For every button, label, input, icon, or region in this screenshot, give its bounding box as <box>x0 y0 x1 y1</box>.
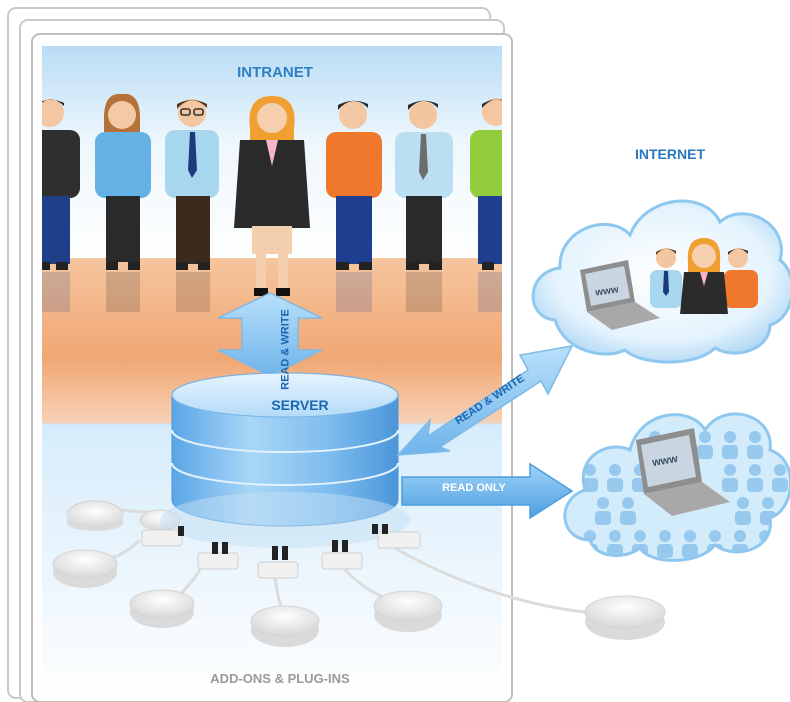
read-write-vertical-label: READ & WRITE <box>279 309 292 390</box>
person-icon <box>395 100 453 270</box>
plug-icon <box>197 542 239 570</box>
read-only-arrow <box>401 462 574 520</box>
people-group-icon <box>650 238 758 314</box>
server-connectors <box>141 524 421 579</box>
plug-icon <box>321 540 363 570</box>
addon-pucks <box>52 500 443 647</box>
people-reflection <box>42 272 502 312</box>
intranet-people <box>42 93 502 312</box>
server-cylinder <box>160 372 410 548</box>
intranet-label: INTRANET <box>237 64 313 81</box>
plugin-puck <box>66 500 124 531</box>
person-icon <box>42 99 80 270</box>
person-icon <box>234 96 310 296</box>
internet-cloud-public <box>563 412 790 562</box>
person-icon <box>165 99 219 270</box>
plugin-puck <box>52 549 118 588</box>
plug-icon <box>372 524 421 549</box>
laptop-icon <box>580 260 660 330</box>
plugin-puck <box>250 605 320 647</box>
person-icon <box>95 93 151 270</box>
read-write-diagonal-arrow <box>396 345 574 456</box>
laptop-icon <box>636 428 730 516</box>
intranet-panel <box>42 46 502 698</box>
addons-label: ADD-ONS & PLUG-INS <box>210 671 350 686</box>
internet-label: INTERNET <box>635 146 705 162</box>
read-only-label: READ ONLY <box>442 482 506 494</box>
plugin-puck <box>129 589 195 628</box>
plug-icon <box>141 526 184 547</box>
plugin-puck <box>373 590 443 632</box>
addon-cable-long <box>394 546 586 614</box>
plug-icon <box>257 546 299 579</box>
person-icon <box>326 100 382 270</box>
internet-cloud-users <box>531 199 790 364</box>
server-label: SERVER <box>271 397 329 413</box>
plugin-puck-external <box>584 595 666 640</box>
person-icon <box>470 98 502 270</box>
